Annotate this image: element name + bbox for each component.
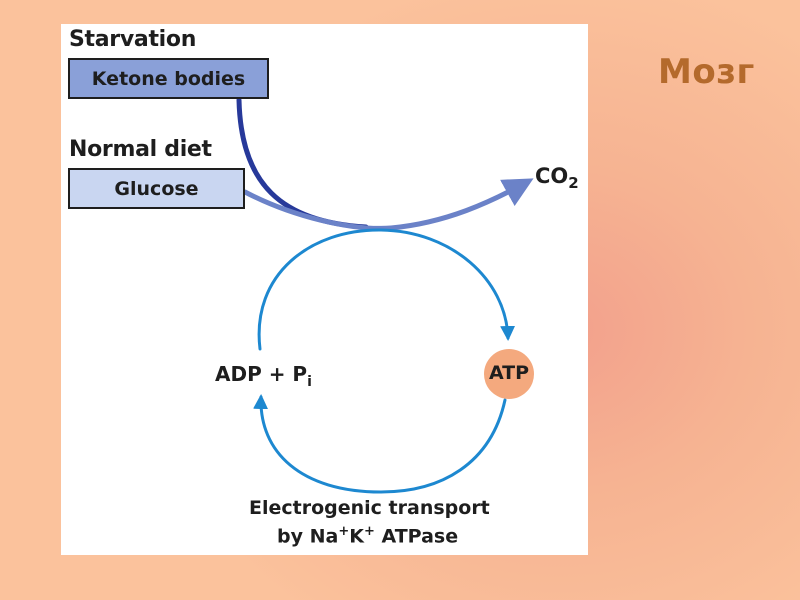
co2-text: CO <box>535 164 569 188</box>
metabolism-diagram <box>236 97 534 494</box>
normal-diet-heading: Normal diet <box>69 137 212 162</box>
co2-label: CO2 <box>535 164 579 192</box>
cycle-lower-arc <box>253 394 507 494</box>
cycle-upper-arc <box>257 228 516 351</box>
adp-text: ADP + P <box>215 362 308 386</box>
transport-prefix: by Na <box>277 525 339 548</box>
k-text: K <box>349 525 364 548</box>
ketone-pathway-arrow <box>236 97 369 230</box>
glucose-box: Glucose <box>68 168 245 209</box>
co2-subscript: 2 <box>568 174 579 193</box>
adp-pi-label: ADP + Pi <box>215 362 312 390</box>
atp-circle <box>484 349 534 399</box>
transport-line2: by Na+K+ ATPase <box>277 524 458 547</box>
starvation-heading: Starvation <box>69 27 197 52</box>
na-charge: + <box>338 524 350 539</box>
diagram-panel: Starvation Ketone bodies Normal diet Glu… <box>61 24 588 555</box>
atpase-text: ATPase <box>374 525 459 548</box>
k-charge: + <box>363 524 375 539</box>
glucose-to-co2-arrow <box>242 178 534 231</box>
pi-subscript: i <box>307 374 312 390</box>
atp-label: ATP <box>488 362 530 384</box>
ketone-bodies-box: Ketone bodies <box>68 58 269 99</box>
slide-title: Мозг <box>658 52 755 92</box>
transport-line1: Electrogenic transport <box>249 497 490 519</box>
